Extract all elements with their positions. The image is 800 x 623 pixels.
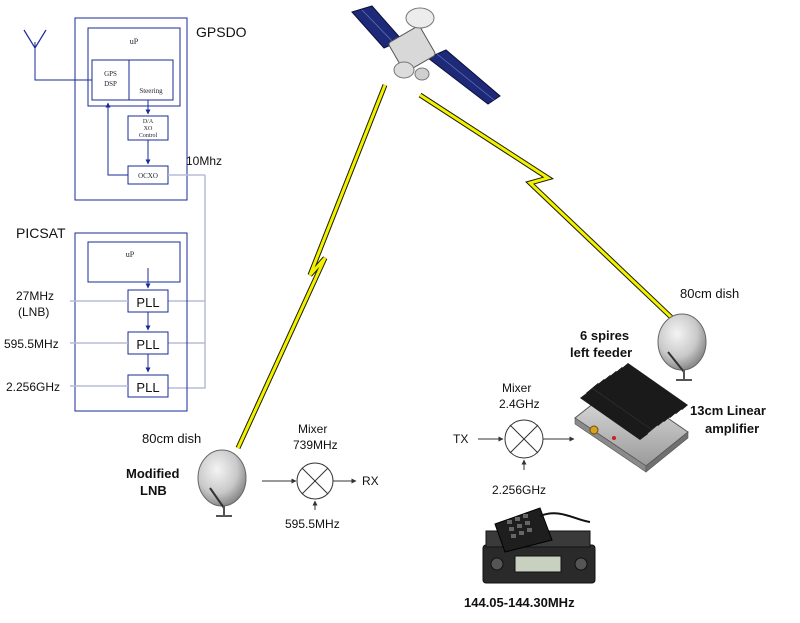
- rx-mixer-freq: 739MHz: [293, 438, 338, 452]
- picsat-frame: [74, 232, 188, 412]
- gpsdo-block: uP GPS DSP Steering D/A XO Control OCXO …: [23, 17, 247, 201]
- da-label: D/A: [143, 119, 154, 125]
- steering-label: Steering: [139, 87, 163, 95]
- radio-frequency-label: 144.05-144.30MHz: [464, 595, 575, 610]
- rx-mixer-title: Mixer: [298, 422, 327, 436]
- amp-title-label: 13cm Linear: [690, 403, 766, 418]
- satellite-icon: [351, 5, 501, 105]
- uplink-downlink-bolts: [235, 84, 674, 450]
- gps-antenna-icon: [23, 29, 47, 50]
- tx-dish-icon: [657, 313, 707, 381]
- ocxo-label: OCXO: [138, 172, 158, 180]
- rx-chain: 80cm dish Modified LNB Mixer 739MHz 595.…: [126, 422, 379, 531]
- amp-subtitle-label: amplifier: [705, 421, 759, 436]
- gpsdo-up-label: uP: [130, 37, 139, 46]
- picsat-up-box: [87, 241, 181, 283]
- linear-amplifier-icon: [574, 363, 689, 473]
- antenna-feed-line: [34, 42, 92, 81]
- gpsdo-up-box: [87, 27, 181, 107]
- xo-label: XO: [144, 126, 153, 132]
- picsat-up-label: uP: [126, 250, 135, 259]
- freq-27mhz-label: 27MHz: [16, 289, 54, 303]
- picsat-block: uP PLL PLL PLL PICSAT 27MHz (LNB) 595.5M…: [4, 225, 188, 412]
- rx-output-label: RX: [362, 474, 379, 488]
- rx-dish-icon: [197, 449, 247, 517]
- dsp-label: DSP: [104, 80, 117, 88]
- pll-label-1: PLL: [136, 295, 159, 310]
- modified-label: Modified: [126, 466, 179, 481]
- tx-lo-freq: 2.256GHz: [492, 483, 546, 497]
- tx-chain: 80cm dish 6 spires left feeder Mixer 2.4…: [453, 286, 766, 610]
- picsat-title: PICSAT: [16, 225, 66, 241]
- tx-dish-label: 80cm dish: [680, 286, 739, 301]
- tx-mixer-freq: 2.4GHz: [499, 397, 540, 411]
- feeder-turns-label: 6 spires: [580, 328, 629, 343]
- tx-input-label: TX: [453, 432, 468, 446]
- pll-label-2: PLL: [136, 337, 159, 352]
- freq-595mhz-label: 595.5MHz: [4, 337, 59, 351]
- vhf-transceiver-icon: [482, 507, 596, 584]
- rx-lo-freq: 595.5MHz: [285, 517, 340, 531]
- pll-label-3: PLL: [136, 380, 159, 395]
- gpsdo-title: GPSDO: [196, 24, 247, 40]
- tx-mixer-title: Mixer: [502, 381, 531, 395]
- gps-label: GPS: [104, 70, 117, 78]
- feeder-type-label: left feeder: [570, 345, 632, 360]
- tx-uplink-bolt: [418, 92, 674, 320]
- gpsdo-frame: [74, 17, 188, 201]
- rx-dish-label: 80cm dish: [142, 431, 201, 446]
- lnb-label: LNB: [140, 483, 167, 498]
- ref-10mhz-label: 10Mhz: [186, 154, 222, 168]
- freq-lnb-label: (LNB): [18, 305, 49, 319]
- ocxo-feedback-arrow: [105, 102, 128, 176]
- ref-distribution-line: [165, 175, 206, 389]
- control-label: Control: [139, 133, 158, 139]
- steering-box: [128, 59, 174, 101]
- freq-2256ghz-label: 2.256GHz: [6, 380, 60, 394]
